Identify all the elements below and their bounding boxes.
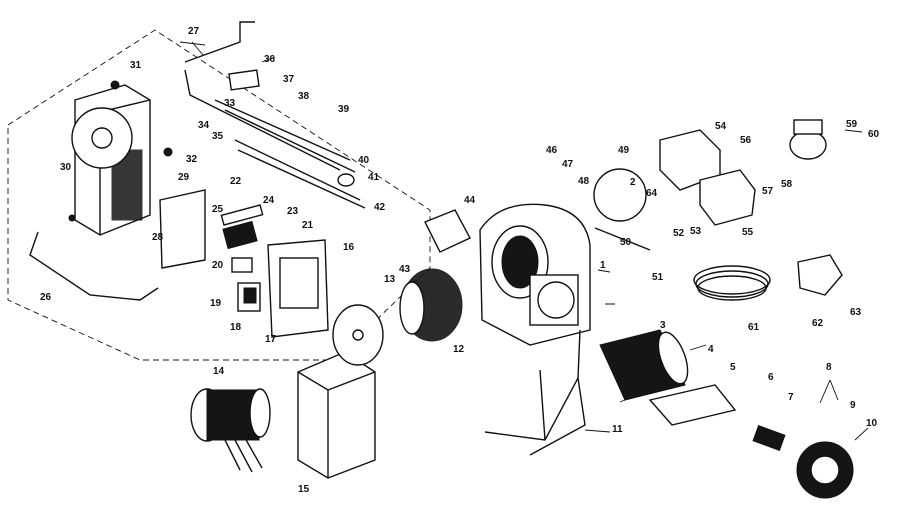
part-number-labels: 1234567891011121314151617181920212223242… xyxy=(40,26,880,495)
part-label-54: 54 xyxy=(715,121,727,132)
part-label-37: 37 xyxy=(283,74,295,85)
part-label-12: 12 xyxy=(453,344,465,355)
transformer-panel xyxy=(231,239,329,338)
control-box xyxy=(29,80,173,301)
part-label-46: 46 xyxy=(546,145,558,156)
part-label-48: 48 xyxy=(578,176,590,187)
leader-lines xyxy=(179,41,869,441)
blower-motor xyxy=(190,388,271,473)
blower-wheel xyxy=(332,268,463,366)
part-label-9: 9 xyxy=(850,400,856,411)
junction-box xyxy=(297,351,376,479)
part-label-43: 43 xyxy=(399,264,411,275)
mounting-flange xyxy=(796,441,854,499)
part-label-10: 10 xyxy=(866,418,878,429)
part-label-57: 57 xyxy=(762,186,774,197)
part-label-62: 62 xyxy=(812,318,824,329)
part-label-21: 21 xyxy=(302,220,314,231)
mounting-bracket xyxy=(484,375,586,456)
part-label-16: 16 xyxy=(343,242,355,253)
part-label-56: 56 xyxy=(740,135,752,146)
part-label-35: 35 xyxy=(212,131,224,142)
tubing-coil xyxy=(693,265,771,301)
part-label-64: 64 xyxy=(646,188,658,199)
part-label-24: 24 xyxy=(263,195,275,206)
part-label-13: 13 xyxy=(384,274,396,285)
part-label-63: 63 xyxy=(850,307,862,318)
gas-valve xyxy=(659,129,756,226)
part-label-58: 58 xyxy=(781,179,793,190)
part-label-17: 17 xyxy=(265,334,277,345)
burner-rail-assembly xyxy=(184,21,366,209)
part-label-28: 28 xyxy=(152,232,164,243)
part-label-14: 14 xyxy=(213,366,225,377)
part-label-18: 18 xyxy=(230,322,242,333)
part-label-11: 11 xyxy=(612,424,623,435)
part-label-29: 29 xyxy=(178,172,190,183)
part-label-5: 5 xyxy=(730,362,736,373)
part-label-20: 20 xyxy=(212,260,224,271)
inspection-disc xyxy=(593,168,647,222)
part-label-44: 44 xyxy=(464,195,476,206)
part-label-36: 36 xyxy=(264,54,276,65)
part-label-6: 6 xyxy=(768,372,774,383)
part-label-7: 7 xyxy=(788,392,794,403)
part-label-3: 3 xyxy=(660,320,666,331)
part-label-32: 32 xyxy=(186,154,198,165)
part-label-33: 33 xyxy=(224,98,236,109)
relay-board xyxy=(159,189,264,269)
air-tube xyxy=(599,329,786,451)
pilot-tube xyxy=(594,227,651,251)
part-label-42: 42 xyxy=(374,202,386,213)
part-label-15: 15 xyxy=(298,484,310,495)
part-label-52: 52 xyxy=(673,228,685,239)
part-label-53: 53 xyxy=(690,226,702,237)
part-label-4: 4 xyxy=(708,344,714,355)
part-label-61: 61 xyxy=(748,322,760,333)
gas-regulator xyxy=(789,119,843,296)
pilot-bracket xyxy=(424,209,471,253)
blower-housing xyxy=(479,203,591,346)
part-label-26: 26 xyxy=(40,292,52,303)
part-label-34: 34 xyxy=(198,120,210,131)
part-label-50: 50 xyxy=(620,237,632,248)
part-label-51: 51 xyxy=(652,272,664,283)
part-label-22: 22 xyxy=(230,176,242,187)
part-label-38: 38 xyxy=(298,91,310,102)
part-label-41: 41 xyxy=(368,172,380,183)
part-label-31: 31 xyxy=(130,60,142,71)
part-label-8: 8 xyxy=(826,362,832,373)
part-label-1: 1 xyxy=(600,260,606,271)
part-label-47: 47 xyxy=(562,159,574,170)
part-label-49: 49 xyxy=(618,145,630,156)
part-label-55: 55 xyxy=(742,227,754,238)
part-label-19: 19 xyxy=(210,298,222,309)
part-label-23: 23 xyxy=(287,206,299,217)
part-label-60: 60 xyxy=(868,129,880,140)
part-label-40: 40 xyxy=(358,155,370,166)
part-label-27: 27 xyxy=(188,26,200,37)
part-label-25: 25 xyxy=(212,204,224,215)
part-label-39: 39 xyxy=(338,104,350,115)
part-label-59: 59 xyxy=(846,119,858,130)
part-label-30: 30 xyxy=(60,162,72,173)
part-label-2: 2 xyxy=(630,177,636,188)
